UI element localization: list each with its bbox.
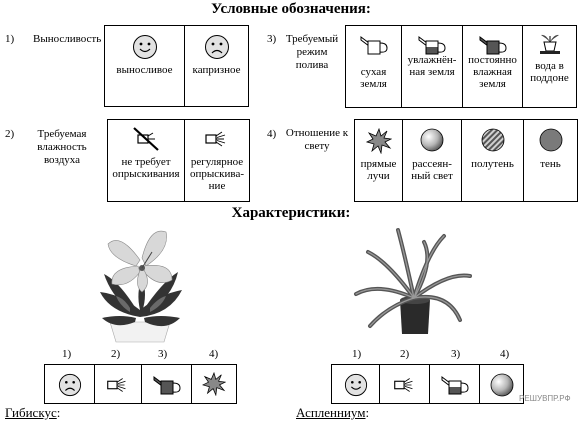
legend-caption-moist-soil: увлажнён-ная земля [407,54,457,78]
asplenium-answer-2 [380,365,430,403]
legend-cell-shade: тень [524,120,577,201]
legend-caption-no-spray: не требует опрыскивания [112,156,180,180]
potted-plant-tray-icon [539,34,560,54]
gradient-sphere-icon [420,128,444,152]
legend-cell-wet-soil: постоянно влажная земля [463,26,523,107]
watering-can-half-icon [418,36,446,55]
legend-cell-diffuse: рассеян-ный свет [403,120,462,201]
legend-heading: Условные обозначения: [211,1,371,17]
hibiscus-photo [100,230,182,343]
group-3-label: Требуемый режим полива [285,33,339,71]
asplenium-num-3: 3) [451,348,461,360]
legend-cell-regular-spray: регулярное опрыскива-ние [185,120,249,201]
asplenium-answer-4 [480,365,523,403]
legend-caption-hardy: выносливое [116,64,173,76]
watering-can-empty-icon [360,36,388,55]
hibiscus-num-1: 1) [62,348,72,360]
asplenium-name-line: Аспленниум: [296,405,369,421]
striped-sphere-icon [481,128,504,152]
legend-cell-no-spray: не требует опрыскивания [108,120,185,201]
sunburst-icon [365,128,392,154]
asplenium-answer-3 [430,365,480,403]
asplenium-answer-row [331,364,524,404]
asplenium-num-4: 4) [500,348,510,360]
legend-caption-direct-rays: прямые лучи [360,158,397,182]
hibiscus-num-4: 4) [209,348,219,360]
hibiscus-name: Гибискус [5,405,57,420]
gray-sphere-icon [539,128,562,152]
legend-box-humidity: не требует опрыскивания регулярное опрыс… [107,119,250,202]
sad-face-icon [204,35,229,59]
legend-caption-shade: тень [540,158,561,170]
legend-caption-tray-water: вода в поддоне [530,60,569,84]
group-3-number: 3) [267,33,277,45]
legend-cell-moist-soil: увлажнён-ная земля [402,26,463,107]
gradient-sphere-icon [490,373,513,397]
hibiscus-answer-row [44,364,237,404]
legend-caption-half-shade: полутень [471,158,514,170]
hibiscus-name-line: Гибискус: [5,405,60,421]
sunburst-icon [202,372,226,396]
sprayer-icon [107,378,126,392]
legend-cell-direct-rays: прямые лучи [355,120,403,201]
group-2-label: Требуемая влажность воздуха [37,128,87,166]
asplenium-colon: : [365,405,370,420]
legend-box-light: прямые лучи рассеян-ный свет полутень те… [354,119,578,202]
sprayer-icon [205,131,226,147]
legend-cell-dry-soil: сухая земля [346,26,402,107]
legend-cell-tray-water: вода в поддоне [523,26,576,107]
legend-caption-capricious: капризное [192,64,241,76]
watermark: РЕШУВПР.РФ [519,394,571,403]
legend-cell-hardy: выносливое [105,26,185,106]
legend-caption-regular-spray: регулярное опрыскива-ние [190,156,244,192]
group-4-label: Отношение к свету [285,127,349,152]
asplenium-num-1: 1) [352,348,362,360]
sad-face-icon [58,373,81,397]
hibiscus-answer-4 [192,365,236,403]
hibiscus-answer-3 [142,365,192,403]
asplenium-answer-1 [332,365,380,403]
legend-caption-dry-soil: сухая земля [360,66,387,90]
legend-cell-capricious: капризное [185,26,248,106]
group-4-number: 4) [267,128,277,140]
hibiscus-answer-1 [45,365,95,403]
group-1-label: Выносливость [33,33,102,45]
characteristics-heading: Характеристики: [231,205,351,221]
legend-box-endurance: выносливое капризное [104,25,249,107]
watering-can-half-icon [441,376,469,395]
group-1-number: 1) [5,33,15,45]
legend-cell-half-shade: полутень [462,120,524,201]
hibiscus-num-3: 3) [158,348,168,360]
watering-can-full-icon [479,36,507,55]
sprayer-crossed-icon [133,127,159,151]
hibiscus-num-2: 2) [111,348,121,360]
group-2-number: 2) [5,128,15,140]
hibiscus-answer-2 [95,365,142,403]
smile-face-icon [344,373,367,397]
sprayer-icon [393,378,413,392]
hibiscus-colon: : [56,405,61,420]
asplenium-photo [354,228,472,334]
legend-caption-wet-soil: постоянно влажная земля [468,54,517,90]
asplenium-num-2: 2) [400,348,410,360]
smile-face-icon [132,35,157,59]
legend-caption-diffuse: рассеян-ный свет [411,158,453,182]
watering-can-full-icon [153,376,181,395]
legend-box-watering: сухая земля увлажнён-ная земля постоянно… [345,25,577,108]
asplenium-name: Аспленниум [296,405,366,420]
